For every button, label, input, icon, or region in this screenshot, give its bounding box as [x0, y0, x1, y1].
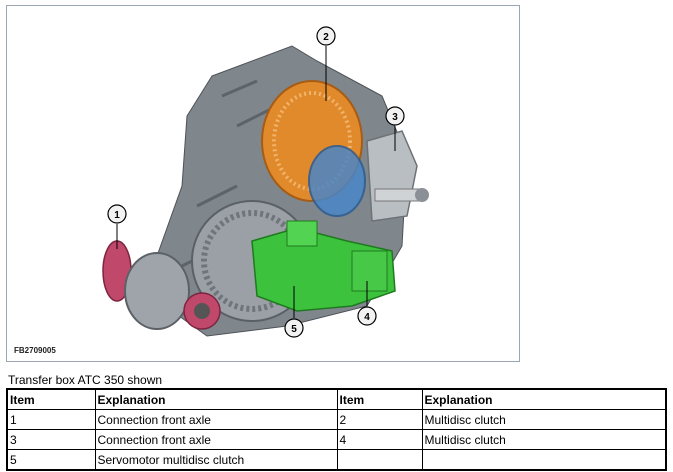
table-header-row: Item Explanation Item Explanation	[6, 388, 667, 410]
header-explanation: Explanation	[421, 388, 667, 410]
header-item: Item	[6, 388, 96, 410]
callout-leaders	[116, 46, 396, 318]
item-number: 3	[6, 429, 96, 450]
item-explanation: Servomotor multidisc clutch	[94, 449, 338, 471]
front-gear	[124, 252, 190, 330]
item-explanation: Connection front axle	[94, 409, 338, 430]
item-explanation: Connection front axle	[94, 429, 338, 450]
svg-text:2: 2	[323, 32, 329, 43]
item-explanation	[421, 449, 667, 471]
callout-3: 3	[385, 106, 405, 126]
callout-2: 2	[316, 26, 336, 46]
callout-4: 4	[357, 306, 377, 326]
table-row: 5 Servomotor multidisc clutch	[6, 449, 667, 471]
header-item: Item	[336, 388, 423, 410]
svg-text:1: 1	[114, 210, 120, 221]
item-explanation: Multidisc clutch	[421, 409, 667, 430]
svg-text:3: 3	[392, 112, 398, 123]
item-number: 1	[6, 409, 96, 430]
rear-flange	[366, 130, 418, 222]
legend-table: Item Explanation Item Explanation 1 Conn…	[6, 388, 667, 471]
callout-5: 5	[284, 318, 304, 338]
output-shaft	[374, 188, 421, 202]
item-explanation: Multidisc clutch	[421, 429, 667, 450]
figure-frame: 1 2 3 4 5 FB2709005	[6, 5, 520, 362]
item-number	[336, 449, 423, 471]
clutch-ring	[308, 145, 366, 217]
svg-text:4: 4	[364, 312, 370, 323]
item-number: 4	[336, 429, 423, 450]
callout-1: 1	[107, 204, 127, 224]
header-explanation: Explanation	[94, 388, 338, 410]
transfer-box-illustration: 1 2 3 4 5	[102, 26, 429, 338]
housing-ribs	[181, 79, 278, 268]
item-number: 2	[336, 409, 423, 430]
item-number: 5	[6, 449, 96, 471]
table-row: 1 Connection front axle 2 Multidisc clut…	[6, 409, 667, 430]
svg-text:5: 5	[291, 324, 297, 335]
table-row: 3 Connection front axle 4 Multidisc clut…	[6, 429, 667, 450]
figure-code: FB2709005	[14, 346, 56, 355]
figure-caption: Transfer box ATC 350 shown	[8, 373, 163, 387]
